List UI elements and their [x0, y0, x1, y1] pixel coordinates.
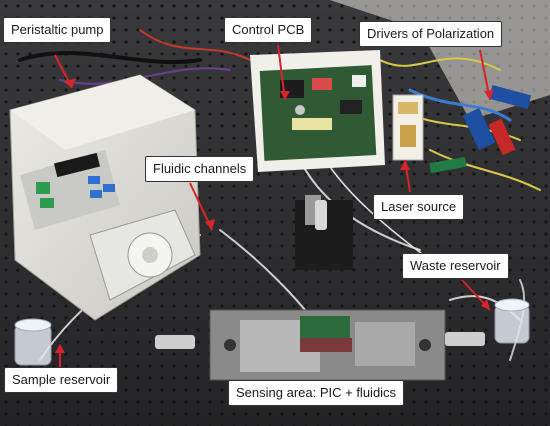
label-fluidic-channels: Fluidic channels [145, 156, 255, 182]
laser-source-device [392, 94, 424, 161]
polarization-drivers [429, 85, 532, 174]
arrow-head-peristaltic-pump [64, 78, 76, 88]
arrow-head-fluidic-channels [205, 219, 215, 230]
label-control-pcb: Control PCB [224, 17, 313, 43]
sample-reservoir-vial [14, 318, 52, 366]
label-laser-source: Laser source [373, 194, 465, 220]
arrow-head-drivers-polarization [484, 90, 494, 100]
control-pcb-board [250, 50, 385, 172]
label-peristaltic-pump: Peristaltic pump [3, 17, 112, 43]
arrow-head-waste-reservoir [481, 299, 490, 310]
arrow-head-sample-reservoir [55, 344, 65, 353]
label-drivers-of-polarization: Drivers of Polarization [359, 21, 503, 47]
label-waste-reservoir: Waste reservoir [402, 253, 509, 279]
peristaltic-pump [9, 74, 201, 321]
annotation-arrows [54, 44, 494, 367]
label-sample-reservoir: Sample reservoir [4, 367, 119, 393]
label-sensing-area: Sensing area: PIC + fluidics [228, 380, 405, 406]
arrow-head-control-pcb [280, 91, 290, 100]
arrow-head-laser-source [400, 160, 410, 170]
sensing-stage [155, 195, 485, 381]
arrow-control-pcb [277, 44, 286, 101]
waste-reservoir-vial [494, 298, 530, 344]
